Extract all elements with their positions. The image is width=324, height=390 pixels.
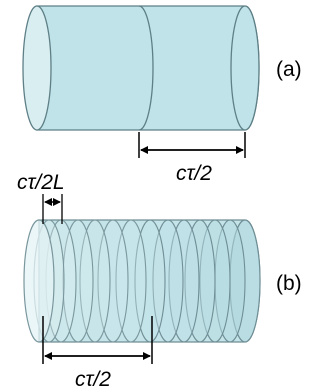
- slice-ellipse: [97, 219, 129, 343]
- panel-a: cτ/2 (a): [22, 5, 302, 185]
- panel-b: cτ/2L cτ/2 (b): [17, 171, 302, 390]
- dim-b-top-label: cτ/2L: [17, 171, 65, 194]
- slice-ellipse: [168, 219, 200, 343]
- dim-a-label: cτ/2: [176, 162, 212, 185]
- slice-ellipse: [115, 219, 147, 343]
- slice-ellipse: [62, 219, 94, 343]
- cylinder-a-front-face: [22, 5, 52, 131]
- cylinder-b-front-face: [23, 219, 55, 343]
- slice-ellipse: [152, 219, 184, 343]
- panel-a-label: (a): [276, 58, 302, 81]
- slice-ellipse: [79, 219, 111, 343]
- panel-b-label: (b): [276, 272, 302, 295]
- slice-ellipse: [134, 219, 166, 343]
- cylinder-a-body: [36, 5, 260, 131]
- cylinder-a-seam: [138, 5, 154, 131]
- slice-ellipse: [184, 219, 216, 343]
- dim-b-bottom-label: cτ/2: [75, 368, 111, 390]
- cylinder-b-slices: [33, 219, 246, 343]
- cylinder-a-back-cap: [230, 5, 260, 131]
